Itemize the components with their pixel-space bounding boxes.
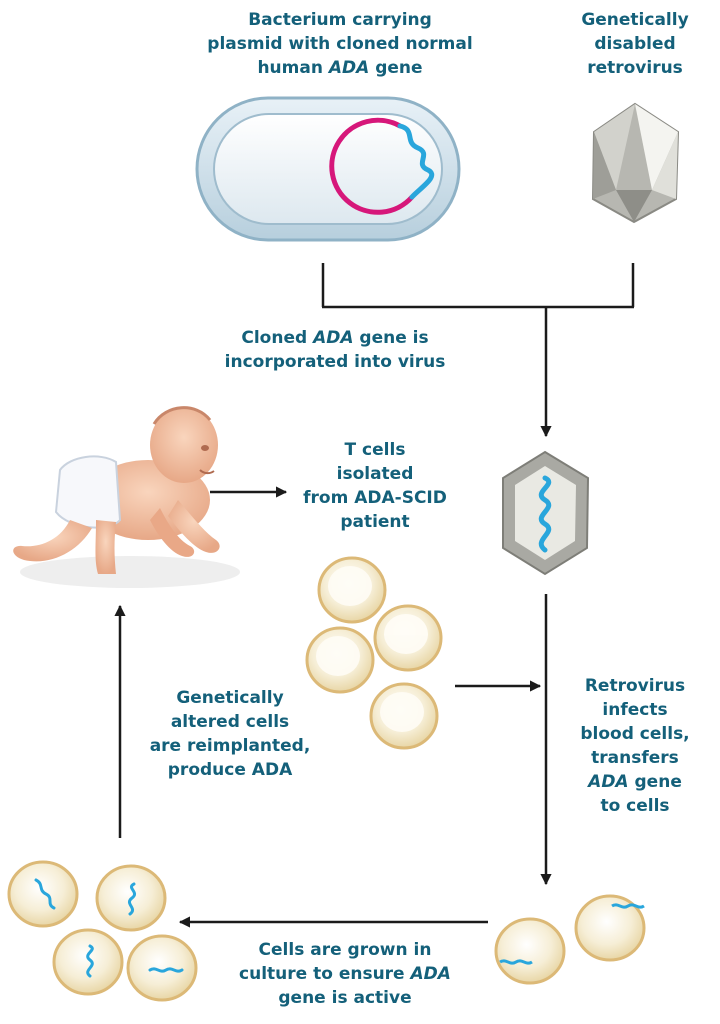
- retrovirus-label-line2: disabled: [594, 34, 676, 54]
- infects-label-line2: infects: [602, 700, 668, 720]
- infects-label: Retrovirus infects blood cells, transfer…: [560, 674, 710, 818]
- reimplanted-label-line2: altered cells: [170, 712, 290, 732]
- incorporated-label: Cloned ADA gene is incorporated into vir…: [190, 326, 480, 374]
- reimplanted-label: Genetically altered cells are reimplante…: [130, 686, 330, 782]
- retrovirus-label-line1: Genetically: [581, 10, 689, 30]
- reimplanted-label-line4: produce ADA: [167, 760, 293, 780]
- tcells-label: T cells isolated from ADA-SCID patient: [290, 438, 460, 534]
- bacterium-label-line1: Bacterium carrying: [248, 10, 432, 30]
- incorporated-label-pre: Cloned: [241, 328, 314, 348]
- gene-name-ada: ADA: [328, 58, 370, 78]
- bacterium-label-line3: human ADA gene: [200, 56, 480, 80]
- bacterium-label: Bacterium carrying plasmid with cloned n…: [200, 8, 480, 80]
- bacterium-label-pre: human: [257, 58, 329, 78]
- baby-patient-illustration: [13, 406, 240, 588]
- retrovirus-label-line3: retrovirus: [587, 58, 683, 78]
- infects-label-line3: blood cells,: [580, 724, 690, 744]
- plasmid-icon: [329, 117, 435, 215]
- infects-label-line4: transfers: [591, 748, 679, 768]
- reimplanted-label-line1: Genetically: [176, 688, 284, 708]
- culture-label-line1: Cells are grown in: [258, 940, 432, 960]
- infects-label-line5-post: gene: [628, 772, 682, 792]
- gene-name-ada: ADA: [588, 772, 629, 792]
- tcells-label-line3: from ADA-SCID: [303, 488, 447, 508]
- gene-name-ada: ADA: [410, 964, 451, 984]
- culture-label: Cells are grown in culture to ensure ADA…: [200, 938, 490, 1010]
- tcells-label-line4: patient: [340, 512, 410, 532]
- bacterium-illustration: [195, 96, 461, 242]
- infects-label-line6: to cells: [600, 796, 670, 816]
- culture-label-line2-pre: culture to ensure: [239, 964, 411, 984]
- tcells-label-line1: T cells: [344, 440, 406, 460]
- bacterium-label-line2: plasmid with cloned normal: [207, 34, 473, 54]
- reimplanted-label-line3: are reimplanted,: [149, 736, 311, 756]
- merge-connector: [321, 263, 635, 438]
- tcells-label-line2: isolated: [336, 464, 414, 484]
- infected-cells: [494, 894, 646, 985]
- retrovirus-icon: [591, 102, 680, 224]
- retrovirus-label: Genetically disabled retrovirus: [560, 8, 710, 80]
- incorporated-label-line2: incorporated into virus: [224, 352, 446, 372]
- incorporated-label-line1: Cloned ADA gene is: [190, 326, 480, 350]
- culture-label-line3: gene is active: [278, 988, 412, 1008]
- incorporated-label-post: gene is: [353, 328, 429, 348]
- altered-cell-cluster: [7, 860, 198, 1002]
- infects-label-line1: Retrovirus: [584, 676, 686, 696]
- bacterium-label-post: gene: [369, 58, 423, 78]
- culture-label-line2: culture to ensure ADA: [200, 962, 490, 986]
- recombinant-virus-icon: [502, 450, 590, 576]
- infects-label-line5: ADA gene: [560, 770, 710, 794]
- gene-name-ada: ADA: [313, 328, 354, 348]
